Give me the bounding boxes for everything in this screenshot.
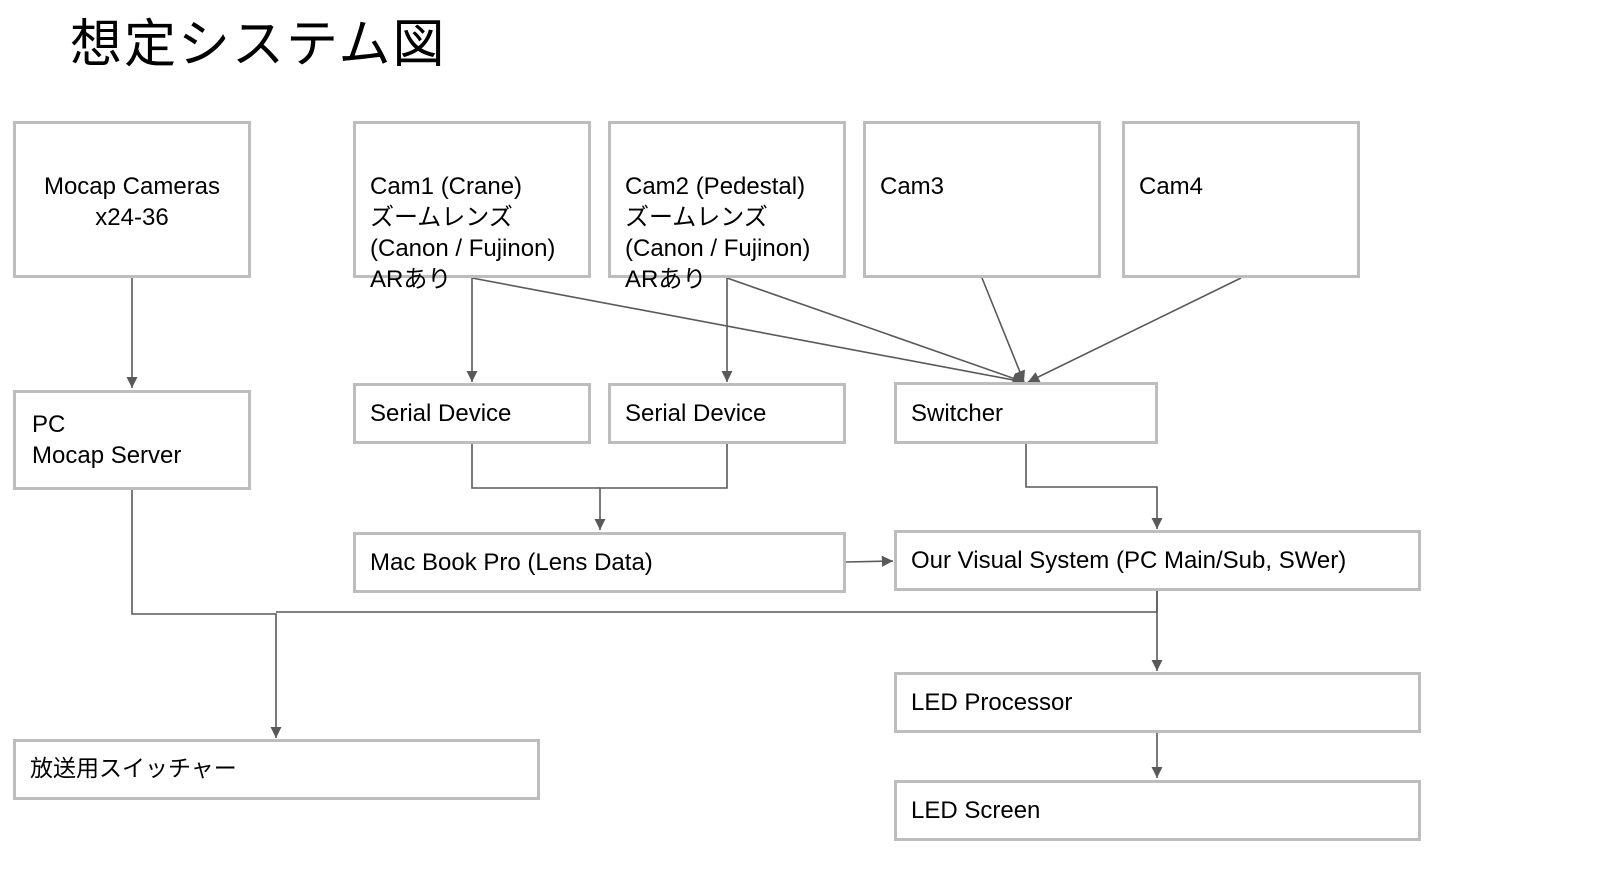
node-label: Switcher <box>911 399 1004 427</box>
edge-visual-to-broadcast <box>276 591 1158 613</box>
edge-pc-to-broadcast <box>131 490 282 738</box>
node-serial-device-1[interactable]: Serial Device <box>353 383 591 444</box>
node-label: PC Mocap Server <box>32 411 182 469</box>
node-mocap-cameras[interactable]: Mocap Cameras x24-36 <box>13 121 251 278</box>
node-cam2[interactable]: Cam2 (Pedestal) ズームレンズ (Canon / Fujinon)… <box>608 121 846 293</box>
node-led-processor[interactable]: LED Processor <box>894 672 1421 733</box>
node-serial-device-2[interactable]: Serial Device <box>608 383 846 444</box>
edge-switcher-to-visual <box>1025 444 1163 529</box>
node-label: Cam3 <box>880 173 945 200</box>
node-label: Cam2 (Pedestal) ズームレンズ (Canon / Fujinon)… <box>625 173 811 293</box>
node-cam3[interactable]: Cam3 <box>863 121 1101 278</box>
node-label: Mocap Cameras x24-36 <box>43 173 221 231</box>
node-led-screen[interactable]: LED Screen <box>894 780 1421 841</box>
edge-cam1-to-switcher <box>471 277 1025 386</box>
diagram-title: 想定システム図 <box>70 15 447 75</box>
node-cam1[interactable]: Cam1 (Crane) ズームレンズ (Canon / Fujinon) AR… <box>353 121 591 293</box>
node-switcher[interactable]: Switcher <box>894 382 1158 444</box>
node-broadcast-switcher[interactable]: 放送用スイッチャー <box>13 739 540 800</box>
edge-macbook-to-visual <box>845 555 894 567</box>
node-label: Mac Book Pro (Lens Data) <box>370 549 653 576</box>
node-label: Serial Device <box>625 400 767 427</box>
node-macbook-pro[interactable]: Mac Book Pro (Lens Data) <box>353 532 846 593</box>
edge-cam3-to-switcher <box>981 277 1025 383</box>
edge-cam4-to-switcher <box>1027 277 1242 383</box>
node-pc-mocap-server[interactable]: PC Mocap Server <box>13 390 251 490</box>
node-label: Cam4 <box>1139 173 1204 200</box>
node-our-visual-system[interactable]: Our Visual System (PC Main/Sub, SWer) <box>894 530 1421 591</box>
edge-serial2-to-macbook <box>594 444 728 530</box>
edge-cam2-to-switcher <box>726 277 1025 384</box>
node-label: 放送用スイッチャー <box>30 756 237 782</box>
edge-serial1-to-macbook <box>471 444 600 489</box>
node-label: Serial Device <box>370 400 512 427</box>
node-cam4[interactable]: Cam4 <box>1122 121 1360 278</box>
node-label: LED Screen <box>911 797 1041 824</box>
node-label: LED Processor <box>911 689 1073 716</box>
node-label: Cam1 (Crane) ズームレンズ (Canon / Fujinon) AR… <box>370 173 556 293</box>
node-label: Our Visual System (PC Main/Sub, SWer) <box>911 547 1347 574</box>
